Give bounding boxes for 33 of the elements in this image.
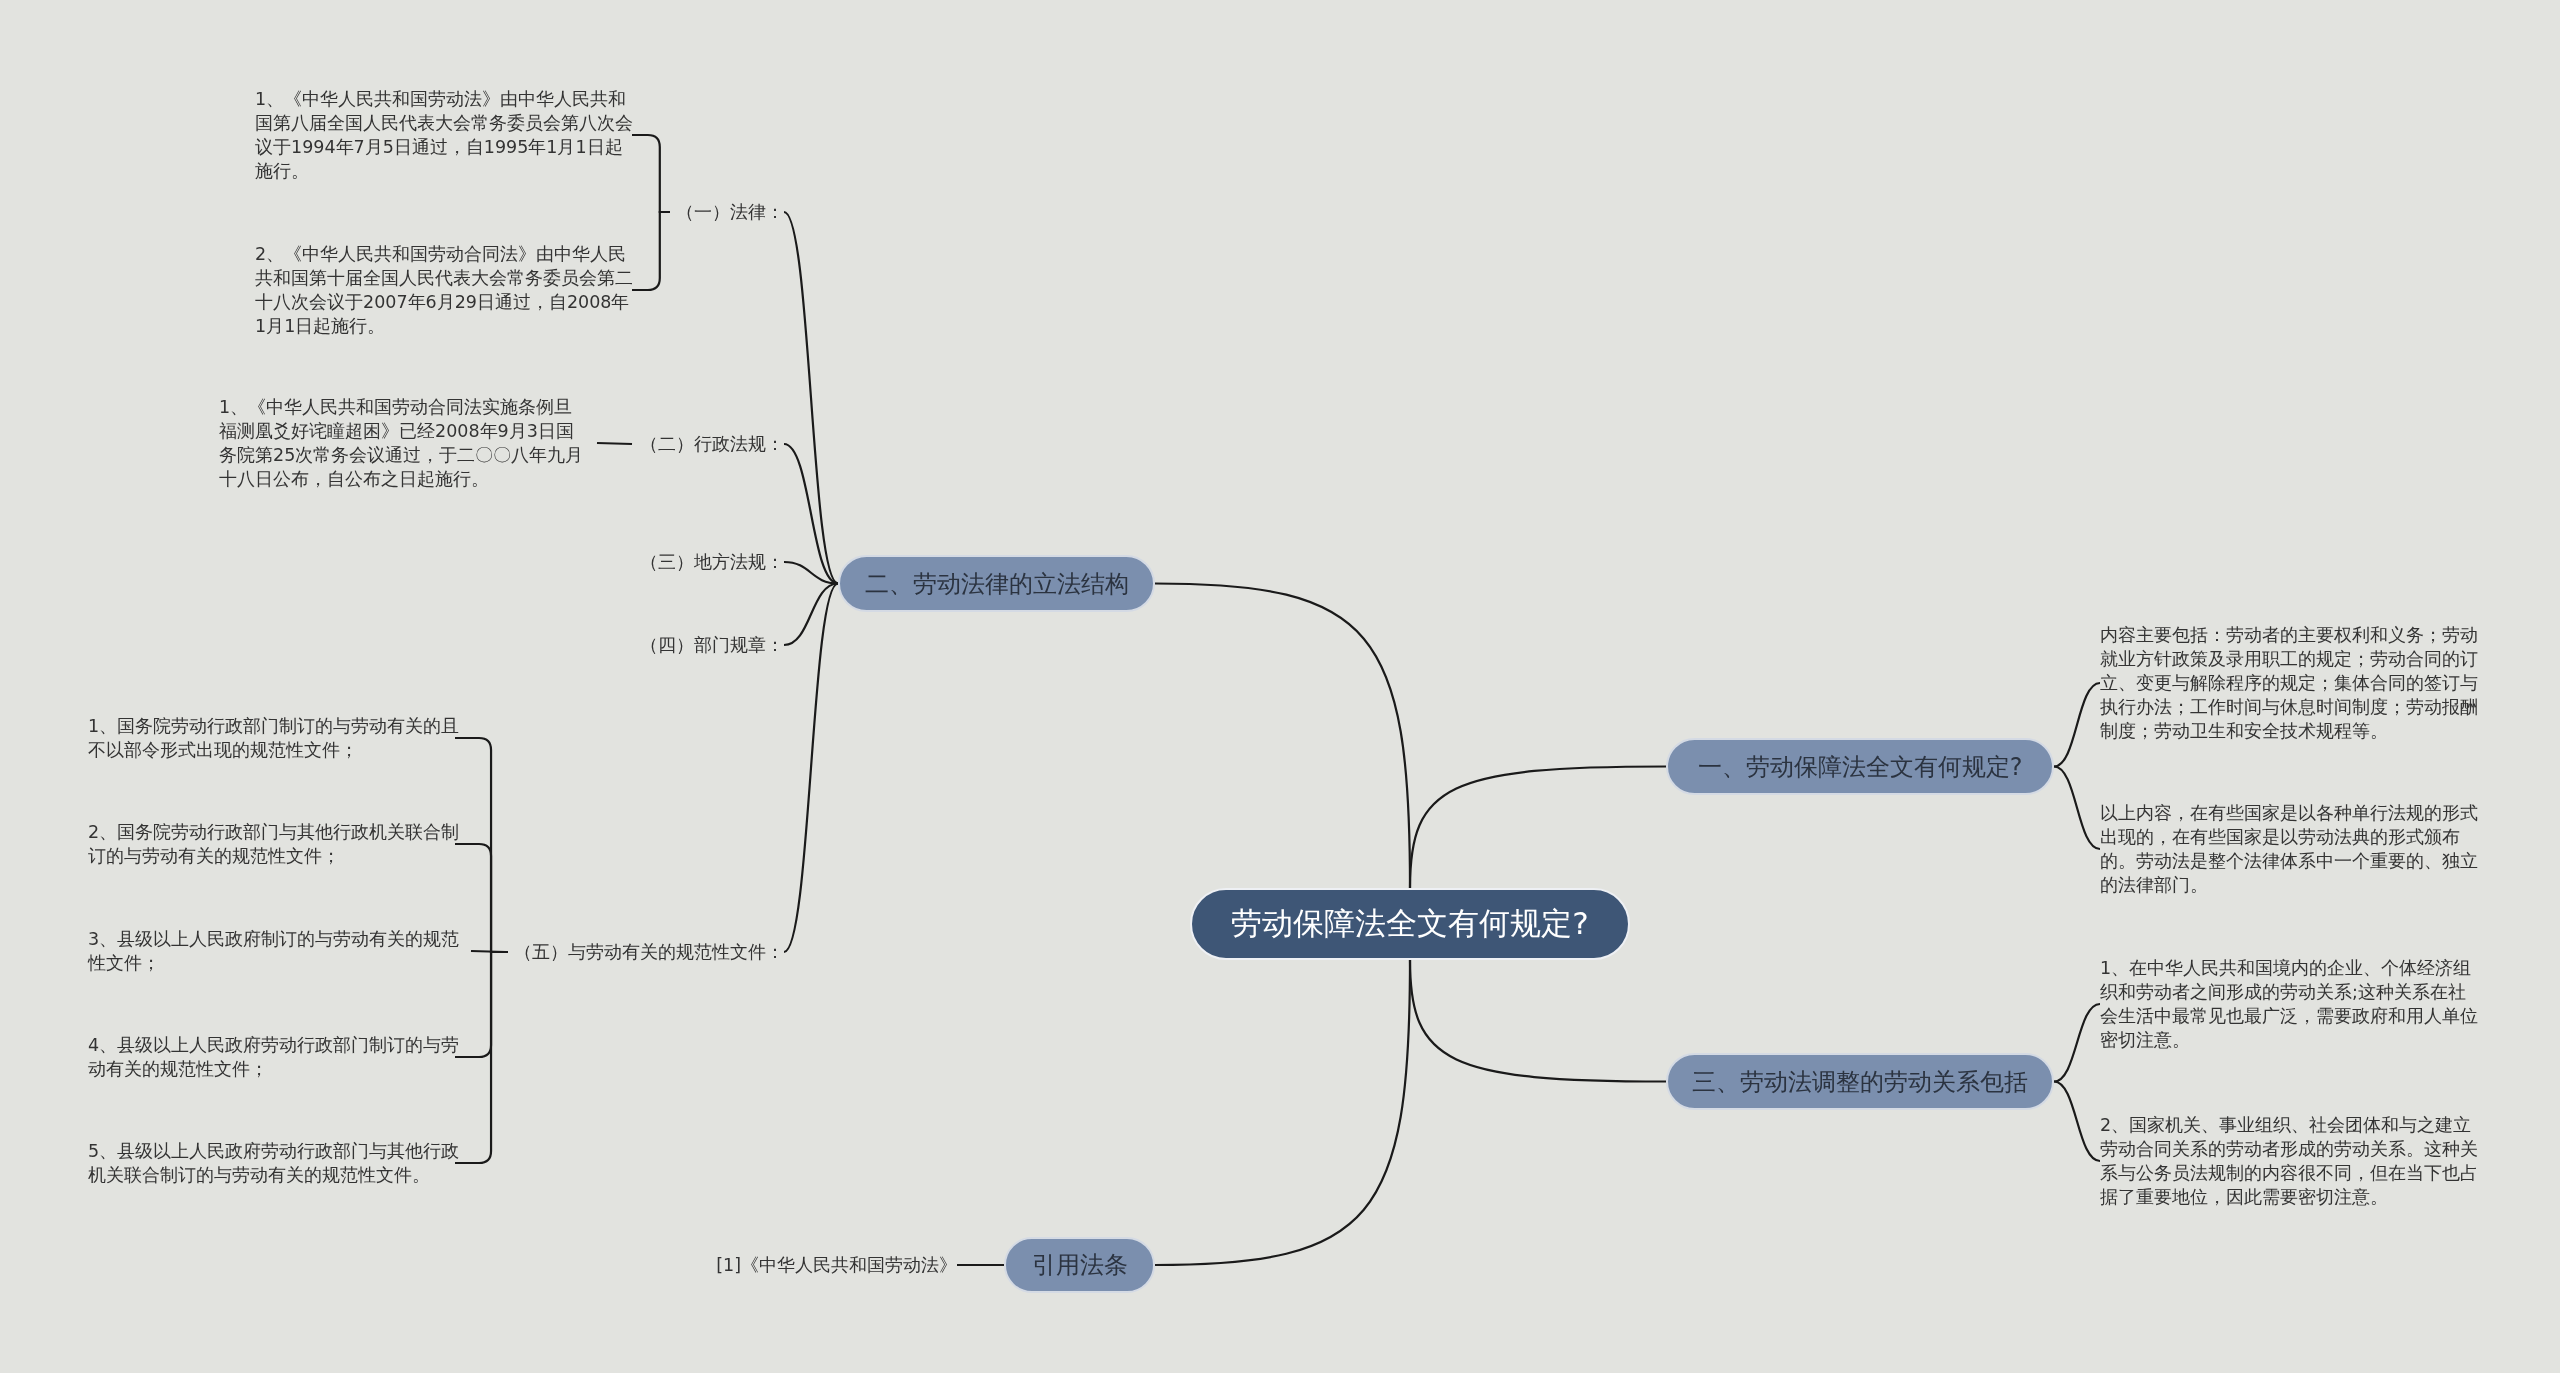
- connector-line: [1154, 960, 1412, 1267]
- connector-line: [2053, 681, 2101, 768]
- note-text: 2、《中华人民共和国劳动合同法》由中华人民共和国第十届全国人民代表大会常务委员会第二十八次会议于2007年6月29日通过，自2008年1月1日起施行。: [255, 242, 640, 338]
- connector-line: [2053, 1080, 2101, 1163]
- note-text: 1、《中华人民共和国劳动法》由中华人民共和国第八届全国人民代表大会常务委员会第八次会议于1994年7月5日通过，自1995年1月1日起施行。: [255, 87, 640, 183]
- note-text: 内容主要包括：劳动者的主要权利和义务；劳动就业方针政策及录用职工的规定；劳动合同的订立、变更与解除程序的规定；集体合同的签订与执行办法；工作时间与休息时间制度；劳动报酬制度；劳动卫生和安全技术规程等。: [2100, 623, 2480, 743]
- connector-line: [1154, 582, 1412, 888]
- connector-line: [957, 1263, 1004, 1267]
- note-text: 1、《中华人民共和国劳动合同法实施条例旦福测凰爻好诧瞳超困》已经2008年9月3日国务院第25次常务会议通过，于二〇〇八年九月十八日公布，自公布之日起施行。: [219, 395, 589, 491]
- subtopic-label: （二）行政法规：: [640, 432, 784, 456]
- note-text: 1、国务院劳动行政部门制订的与劳动有关的且不以部令形式出现的规范性文件；: [88, 714, 463, 762]
- connector-line: [783, 211, 839, 585]
- connector-line: [2053, 1002, 2101, 1083]
- topic-pill: 二、劳动法律的立法结构: [838, 555, 1155, 612]
- subtopic-label: （四）部门规章：: [640, 633, 784, 657]
- note-text: 1、在中华人民共和国境内的企业、个体经济组织和劳动者之间形成的劳动关系;这种关系在社会生活中最常见也最广泛，需要政府和用人单位密切注意。: [2100, 956, 2480, 1052]
- topic-pill: 引用法条: [1004, 1237, 1155, 1293]
- connector-line: [783, 582, 839, 953]
- subtopic-label: （一）法律：: [676, 200, 784, 224]
- connector-line: [596, 441, 633, 446]
- note-text: 4、县级以上人民政府劳动行政部门制订的与劳动有关的规范性文件；: [88, 1033, 463, 1081]
- subtopic-label: （五）与劳动有关的规范性文件：: [514, 940, 784, 964]
- note-text: 2、国务院劳动行政部门与其他行政机关联合制订的与劳动有关的规范性文件；: [88, 820, 463, 868]
- subtopic-label: （三）地方法规：: [640, 550, 784, 574]
- topic-pill: 一、劳动保障法全文有何规定?: [1666, 738, 2054, 795]
- subtopic-label: [1]《中华人民共和国劳动法》: [716, 1253, 957, 1277]
- note-text: 5、县级以上人民政府劳动行政部门与其他行政机关联合制订的与劳动有关的规范性文件。: [88, 1139, 463, 1187]
- note-text: 以上内容，在有些国家是以各种单行法规的形式出现的，在有些国家是以劳动法典的形式颁布的。劳动法是整个法律体系中一个重要的、独立的法律部门。: [2100, 801, 2480, 897]
- topic-pill: 三、劳动法调整的劳动关系包括: [1666, 1053, 2054, 1110]
- note-text: 2、国家机关、事业组织、社会团体和与之建立劳动合同关系的劳动者形成的劳动关系。这种关系与公务员法规制的内容很不同，但在当下也占据了重要地位，因此需要密切注意。: [2100, 1113, 2480, 1209]
- connector-line: [2053, 765, 2101, 851]
- note-text: 3、县级以上人民政府制订的与劳动有关的规范性文件；: [88, 927, 463, 975]
- central-topic: 劳动保障法全文有何规定?: [1190, 888, 1630, 960]
